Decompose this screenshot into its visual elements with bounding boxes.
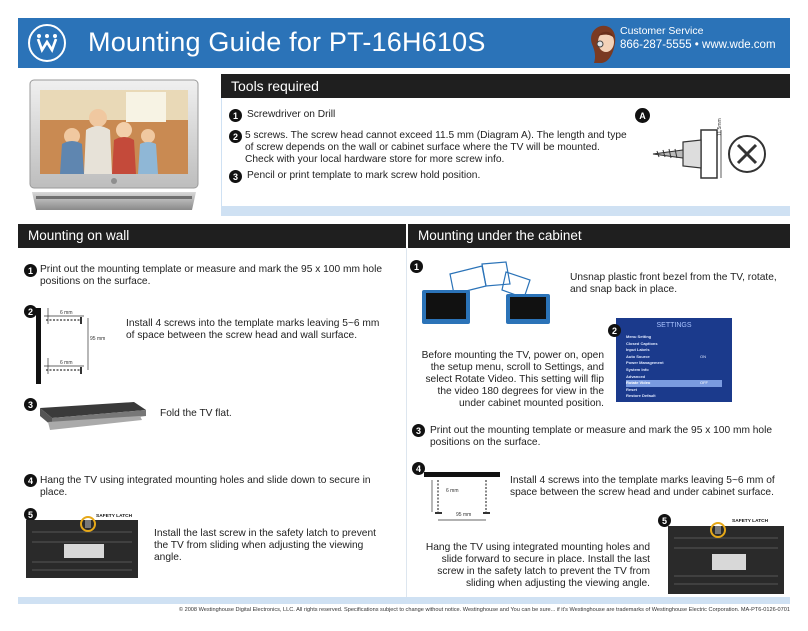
safety-latch-image: SAFETY LATCH <box>26 514 138 578</box>
tool-text: 5 screws. The screw head cannot exceed 1… <box>245 130 627 165</box>
screw-diagram-a: A 11.5mm <box>635 104 785 204</box>
westinghouse-logo <box>28 24 66 62</box>
diagram-label: A <box>635 108 650 123</box>
dimension-label: 6 mm <box>446 488 459 494</box>
cabinet-screw-diagram: 95 mm 6 mm <box>424 468 500 528</box>
tools-required-panel: Tools required 1 Screwdriver on Drill 2 … <box>221 74 790 216</box>
settings-menu-item: Menu Setting <box>626 334 652 339</box>
footer-legal: © 2008 Westinghouse Digital Electronics,… <box>178 607 790 613</box>
safety-latch-label: SAFETY LATCH <box>96 514 133 519</box>
wall-step-3-text: Fold the TV flat. <box>160 408 232 419</box>
settings-menu-item: System Info <box>626 366 649 372</box>
step-number: 2 <box>24 305 37 318</box>
cabinet-step-1-text: Unsnap plastic front bezel from the TV, … <box>570 272 777 295</box>
settings-menu-list: Menu Setting Closed Captions Input Label… <box>626 334 722 400</box>
wall-step-5-text: Install the last screw in the safety lat… <box>154 528 376 563</box>
step-number: 5 <box>658 514 671 527</box>
step-number: 1 <box>229 109 242 122</box>
auto-source-value: ON <box>700 354 706 359</box>
folded-tv-image <box>34 398 150 434</box>
settings-menu-item: Power Management <box>626 360 664 366</box>
tool-text: Screwdriver on Drill <box>247 109 336 120</box>
step-number: 3 <box>229 170 242 183</box>
step-number: 4 <box>412 462 425 475</box>
step-number: 2 <box>229 130 242 143</box>
wall-section-header: Mounting on wall <box>18 224 406 248</box>
cabinet-step-2-text: Before mounting the TV, power on, open t… <box>421 350 604 409</box>
settings-menu-item: Restore Default <box>626 393 656 399</box>
cabinet-safety-latch-image: SAFETY LATCH <box>668 518 784 594</box>
dimension-label: 95 mm <box>456 512 472 518</box>
wall-section-title: Mounting on wall <box>28 228 130 243</box>
wall-screw-diagram: 6 mm 95 mm 6 mm <box>36 308 110 384</box>
settings-menu-item: Auto Source <box>626 353 650 359</box>
step-number: 2 <box>608 324 621 337</box>
step-number: 1 <box>24 264 37 277</box>
customer-service-contact: 866-287-5555 • www.wde.com <box>620 39 776 51</box>
settings-menu-item: Input Labels <box>626 347 650 353</box>
settings-menu-item: Closed Captions <box>626 340 658 346</box>
dimension-label: 6 mm <box>60 360 73 366</box>
settings-menu-title: SETTINGS <box>656 322 692 329</box>
section-divider <box>406 248 407 598</box>
cabinet-step-4-text: Install 4 screws into the template marks… <box>510 475 775 498</box>
step-number: 5 <box>24 508 37 521</box>
safety-latch-label: SAFETY LATCH <box>732 519 769 524</box>
settings-menu-screen: SETTINGS Menu Setting Closed Captions In… <box>616 318 732 402</box>
page-title: Mounting Guide for PT-16H610S <box>88 27 486 57</box>
tv-product-image <box>26 78 204 216</box>
settings-menu-item-selected: Rotate Video <box>626 380 722 387</box>
step-number: 3 <box>412 424 425 437</box>
tools-title: Tools required <box>231 78 319 94</box>
cabinet-step-3-text: Print out the mounting template or measu… <box>430 425 773 448</box>
header-banner: Mounting Guide for PT-16H610S Customer S… <box>18 18 790 68</box>
settings-menu-item: Advanced <box>626 373 646 379</box>
screw-dimension-label: 11.5mm <box>717 118 723 136</box>
cabinet-section-header: Mounting under the cabinet <box>408 224 790 248</box>
step-number: 1 <box>410 260 423 273</box>
panel-border <box>221 98 222 208</box>
bezel-rotation-diagram <box>420 258 554 328</box>
wall-step-1-text: Print out the mounting template or measu… <box>40 264 383 287</box>
customer-service-label: Customer Service <box>620 25 704 37</box>
bottom-band <box>18 597 790 604</box>
wall-step-2-text: Install 4 screws into the template marks… <box>126 318 380 341</box>
settings-menu-item: Reset <box>626 386 637 392</box>
customer-service-agent-image <box>584 22 624 64</box>
rotate-video-value: OFF <box>700 380 708 385</box>
dimension-label: 6 mm <box>60 310 73 316</box>
cabinet-section-title: Mounting under the cabinet <box>418 228 582 243</box>
tool-text: Pencil or print template to mark screw h… <box>247 170 481 181</box>
panel-bottom-band <box>221 206 790 216</box>
step-number: 3 <box>24 398 37 411</box>
tools-header: Tools required <box>221 74 790 98</box>
step-number: 4 <box>24 474 37 487</box>
wall-step-4-text: Hang the TV using integrated mounting ho… <box>40 475 371 498</box>
dimension-label: 95 mm <box>90 336 106 342</box>
cabinet-step-5-text: Hang the TV using integrated mounting ho… <box>425 542 650 589</box>
